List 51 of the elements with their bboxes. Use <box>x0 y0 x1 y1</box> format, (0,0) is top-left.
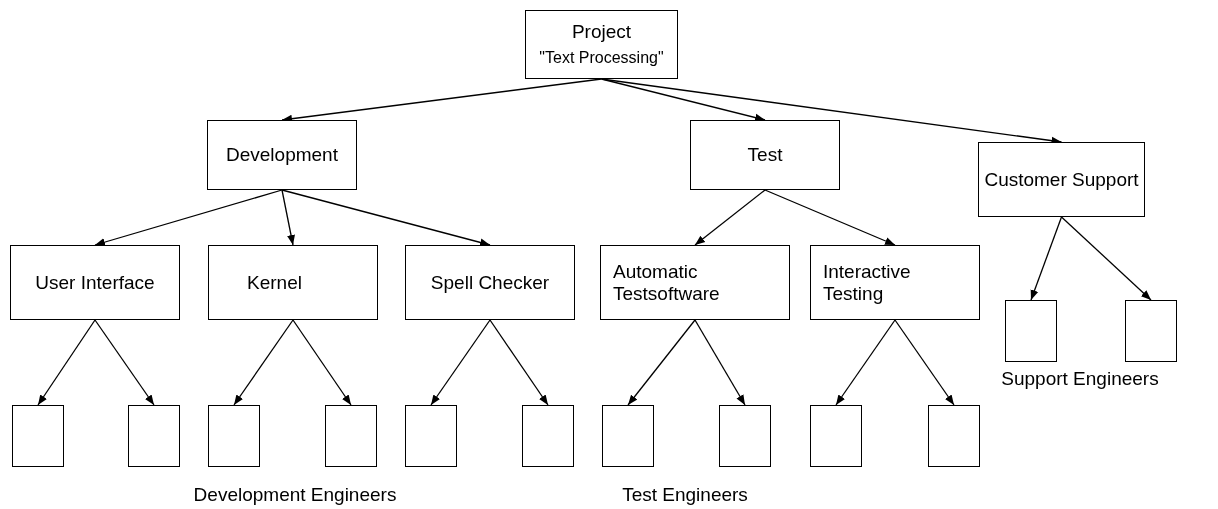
engineer-box <box>325 405 377 467</box>
engineer-box <box>405 405 457 467</box>
engineer-box <box>719 405 771 467</box>
arrow <box>694 319 746 406</box>
unit-name: Test <box>747 144 783 166</box>
engineer-box <box>1125 300 1177 362</box>
engineer-box <box>522 405 574 467</box>
arrow <box>37 319 96 406</box>
arrow <box>281 189 491 247</box>
engineer-box <box>128 405 180 467</box>
unit-box <box>525 10 678 79</box>
unit-box <box>208 245 378 320</box>
engineer-box <box>12 405 64 467</box>
unit-name: Spell Checker <box>430 271 550 294</box>
unit-box <box>405 245 575 320</box>
unit-name: Project <box>571 20 632 43</box>
arrow <box>94 319 155 406</box>
unit-name: Customer Support <box>984 168 1139 191</box>
arrow <box>694 189 766 246</box>
engineer-box <box>208 405 260 467</box>
unit-box <box>600 245 790 320</box>
engineer-box <box>602 405 654 467</box>
unit-name: Development <box>226 144 338 166</box>
arrow <box>835 319 896 406</box>
arrow <box>764 189 896 246</box>
arrow <box>94 189 283 246</box>
arrow <box>292 319 352 406</box>
unit-box <box>978 142 1145 217</box>
unit-box <box>810 245 980 320</box>
arrow <box>1030 216 1063 301</box>
group-caption: Support Engineers <box>1000 368 1160 390</box>
unit-name: User Interface <box>35 271 155 294</box>
unit-box <box>690 120 840 190</box>
group-caption: Test Engineers <box>621 484 749 506</box>
unit-box <box>10 245 180 320</box>
engineer-box <box>928 405 980 467</box>
engineer-box <box>1005 300 1057 362</box>
unit-name: Automatic Testsoftware <box>613 260 721 305</box>
arrow <box>430 319 491 406</box>
arrow <box>489 319 549 406</box>
arrow <box>894 319 955 406</box>
arrow <box>627 319 696 406</box>
unit-box <box>207 120 357 190</box>
unit-name: Interactive Testing <box>823 260 912 305</box>
arrow <box>281 189 295 246</box>
unit-subtitle: "Text Processing" <box>539 47 664 68</box>
group-caption: Development Engineers <box>192 484 398 506</box>
arrow <box>233 319 294 406</box>
engineer-box <box>810 405 862 467</box>
arrow <box>1060 216 1152 301</box>
unit-name: Kernel <box>247 271 302 294</box>
